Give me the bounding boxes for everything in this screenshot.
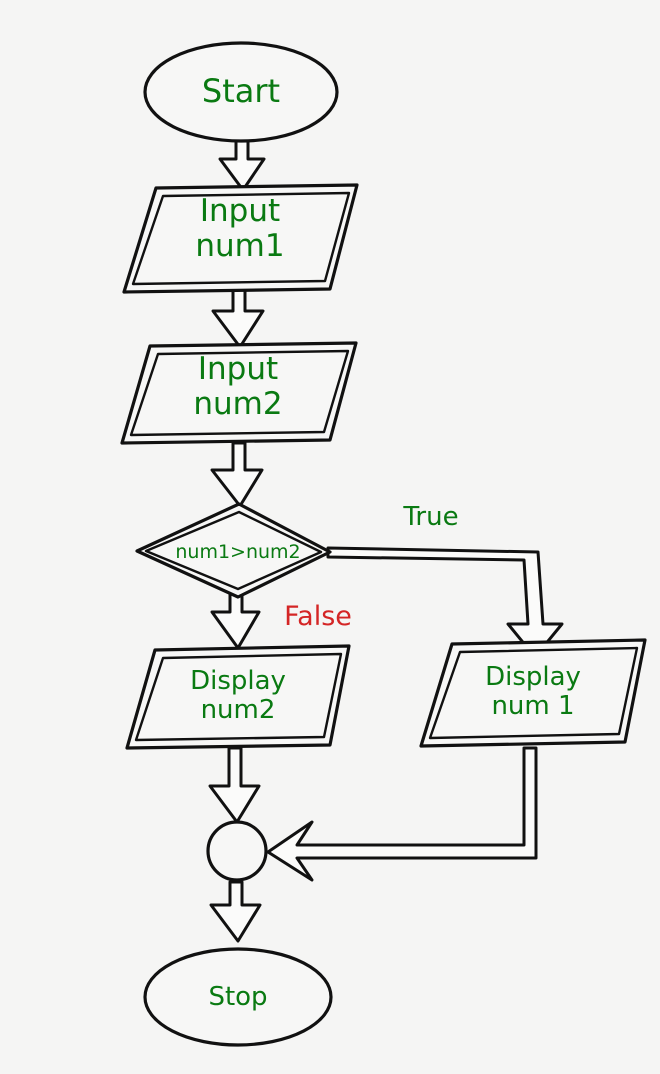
node-input-num2-inner: [129, 349, 350, 437]
node-input-num1-inner: [131, 191, 351, 286]
edge-false-to-display-num2: [210, 590, 261, 650]
edge-label-false: False: [284, 601, 352, 632]
node-stop[interactable]: [143, 947, 333, 1047]
node-input-num1[interactable]: [122, 183, 359, 294]
node-stop-label: Stop: [208, 982, 268, 1012]
node-decision[interactable]: [135, 502, 332, 599]
node-decision-inner: [144, 510, 323, 591]
node-input-num2-label: Input num2: [193, 351, 283, 422]
node-display-num1-inner: [428, 646, 639, 740]
edge-label-true: True: [403, 502, 459, 532]
node-connector-circle[interactable]: [206, 820, 268, 882]
node-display-num2-inner: [134, 652, 343, 742]
edge-input-num1-to-input-num2: [211, 288, 265, 349]
node-input-num1-label: Input num1: [195, 193, 285, 264]
node-display-num2-label: Display num2: [190, 666, 286, 726]
node-start[interactable]: [143, 41, 339, 143]
edge-connector-to-stop: [209, 880, 262, 943]
node-decision-label: num1>num2: [175, 541, 301, 563]
edge-input-num2-to-decision: [210, 441, 264, 508]
edge-display-num2-to-connector: [208, 746, 261, 824]
node-start-label: Start: [201, 72, 281, 110]
node-input-num2[interactable]: [120, 341, 358, 445]
node-display-num2[interactable]: [125, 644, 351, 750]
edge-start-to-input-num1: [218, 138, 266, 192]
edge-display-num1-to-connector: [266, 746, 538, 882]
node-display-num1-label: Display num 1: [485, 662, 581, 722]
node-display-num1[interactable]: [419, 638, 647, 748]
